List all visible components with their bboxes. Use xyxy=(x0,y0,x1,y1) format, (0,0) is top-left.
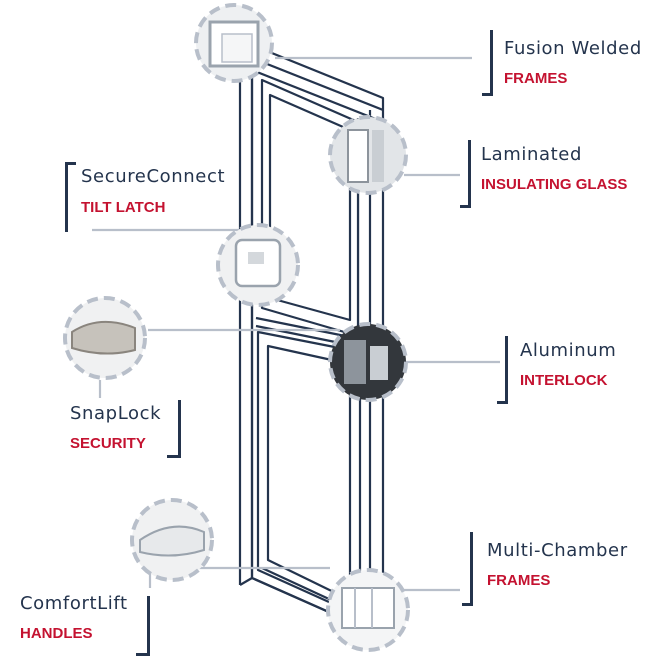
callout-bracket-foot xyxy=(136,653,150,656)
callout-bracket-foot xyxy=(497,401,508,404)
detail-tilt-latch xyxy=(216,223,300,307)
callout-bracket xyxy=(470,532,473,606)
leader-lines xyxy=(92,56,500,592)
feature-name: Fusion Welded xyxy=(504,38,642,59)
feature-label: FRAMES xyxy=(487,572,551,589)
detail-multi-chamber-frames xyxy=(326,568,410,652)
feature-label: TILT LATCH xyxy=(81,199,166,216)
feature-name: ComfortLift xyxy=(20,593,128,614)
feature-label: FRAMES xyxy=(504,70,568,87)
detail-insulating-glass xyxy=(328,115,408,195)
callout-bracket xyxy=(505,336,508,404)
callout-bracket-foot xyxy=(460,205,471,208)
feature-label: INSULATING GLASS xyxy=(481,176,628,193)
feature-name: SecureConnect xyxy=(81,166,226,187)
callout-bracket xyxy=(468,140,471,208)
callout-bracket-foot xyxy=(482,93,493,96)
detail-comfortlift-handles xyxy=(130,498,214,582)
feature-name: Laminated xyxy=(481,144,582,165)
callout-bracket xyxy=(147,596,150,656)
callout-bracket xyxy=(65,162,68,232)
window-frame xyxy=(238,43,385,638)
detail-aluminum-interlock xyxy=(328,322,408,402)
callout-bracket-top xyxy=(65,162,76,165)
callout-bracket-foot xyxy=(167,455,181,458)
feature-name: Multi-Chamber xyxy=(487,540,628,561)
callout-bracket-foot xyxy=(462,603,473,606)
feature-name: SnapLock xyxy=(70,403,162,424)
feature-label: INTERLOCK xyxy=(520,372,608,389)
detail-snaplock-security xyxy=(63,296,147,380)
feature-label: SECURITY xyxy=(70,435,146,452)
callout-bracket xyxy=(178,400,181,458)
feature-label: HANDLES xyxy=(20,625,93,642)
feature-name: Aluminum xyxy=(520,340,617,361)
callout-bracket xyxy=(490,30,493,96)
detail-fusion-welded-frames xyxy=(194,3,274,83)
